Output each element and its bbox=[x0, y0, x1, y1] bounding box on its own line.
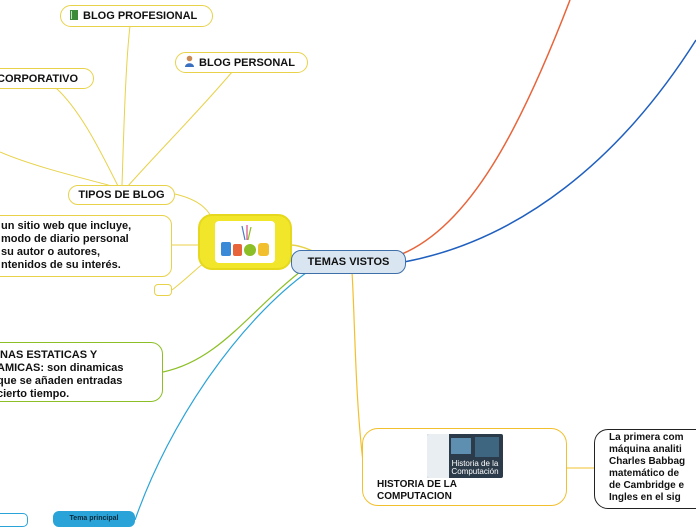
node-bottom-left[interactable] bbox=[0, 513, 28, 527]
node-label: BLOG PERSONAL bbox=[199, 56, 295, 69]
text-line: modo de diario personal bbox=[1, 233, 129, 245]
text-line: de Cambridge e bbox=[609, 480, 685, 491]
node-empty[interactable] bbox=[154, 284, 172, 296]
historia-image-caption: Historia de la Computación bbox=[451, 459, 499, 476]
node-label: TEMAS VISTOS bbox=[307, 256, 390, 268]
text-line: La primera com bbox=[609, 432, 684, 443]
node-tema-principal[interactable]: Tema principal bbox=[53, 511, 135, 527]
blog-logo-icon bbox=[221, 225, 269, 256]
text-line: máquina analiti bbox=[609, 444, 682, 455]
node-historia[interactable]: Historia de la Computación HISTORIA DE L… bbox=[362, 428, 567, 506]
text-line: cierto tiempo. bbox=[0, 388, 70, 400]
book-icon bbox=[69, 9, 79, 24]
connector-blue bbox=[403, 39, 696, 263]
text-line: ntenidos de su interés. bbox=[1, 259, 121, 271]
historia-image: Historia de la Computación bbox=[427, 434, 503, 478]
node-corporativo[interactable]: CORPORATIVO bbox=[0, 68, 94, 89]
node-definicion[interactable]: un sitio web que incluye, modo de diario… bbox=[0, 215, 172, 277]
blog-logo-image bbox=[215, 221, 275, 263]
text-line: un sitio web que incluye, bbox=[1, 220, 132, 232]
node-estaticas[interactable]: INAS ESTATICAS Y AMICAS: son dinamicas q… bbox=[0, 342, 163, 402]
node-label: TIPOS DE BLOG bbox=[78, 189, 165, 201]
connector-amber bbox=[351, 271, 365, 471]
connector-left-offscreen bbox=[0, 151, 113, 187]
connector-cyan bbox=[134, 269, 311, 520]
node-label: BLOG PROFESIONAL bbox=[83, 10, 198, 22]
text-line: AMICAS: son dinamicas bbox=[0, 362, 124, 374]
node-tipos-de-blog[interactable]: TIPOS DE BLOG bbox=[68, 185, 175, 205]
text-line: matemático de bbox=[609, 468, 680, 479]
node-label: CORPORATIVO bbox=[0, 72, 79, 85]
text-line: su autor o autores, bbox=[1, 246, 101, 258]
node-primera[interactable]: La primera com máquina analiti Charles B… bbox=[594, 429, 696, 509]
node-label: HISTORIA DE LA COMPUTACION bbox=[377, 479, 457, 502]
node-blog-personal[interactable]: BLOG PERSONAL bbox=[175, 52, 308, 73]
connector-blog-profesional bbox=[121, 25, 131, 187]
node-temas-vistos[interactable]: TEMAS VISTOS bbox=[291, 250, 406, 274]
node-label: Tema principal bbox=[69, 515, 119, 522]
node-blog-logo[interactable] bbox=[198, 214, 292, 270]
connector-orange bbox=[401, 0, 571, 255]
connector-blog-personal bbox=[127, 71, 233, 187]
node-blog-profesional[interactable]: BLOG PROFESIONAL bbox=[60, 5, 213, 27]
connector-green bbox=[162, 267, 306, 373]
text-line: Charles Babbag bbox=[609, 456, 686, 467]
text-line: que se añaden entradas bbox=[0, 375, 123, 387]
text-line: INAS ESTATICAS Y bbox=[0, 349, 98, 361]
connector-small-box bbox=[171, 261, 206, 291]
person-icon bbox=[184, 55, 195, 70]
connector-corporativo bbox=[55, 87, 119, 187]
text-line: Ingles en el sig bbox=[609, 492, 681, 503]
